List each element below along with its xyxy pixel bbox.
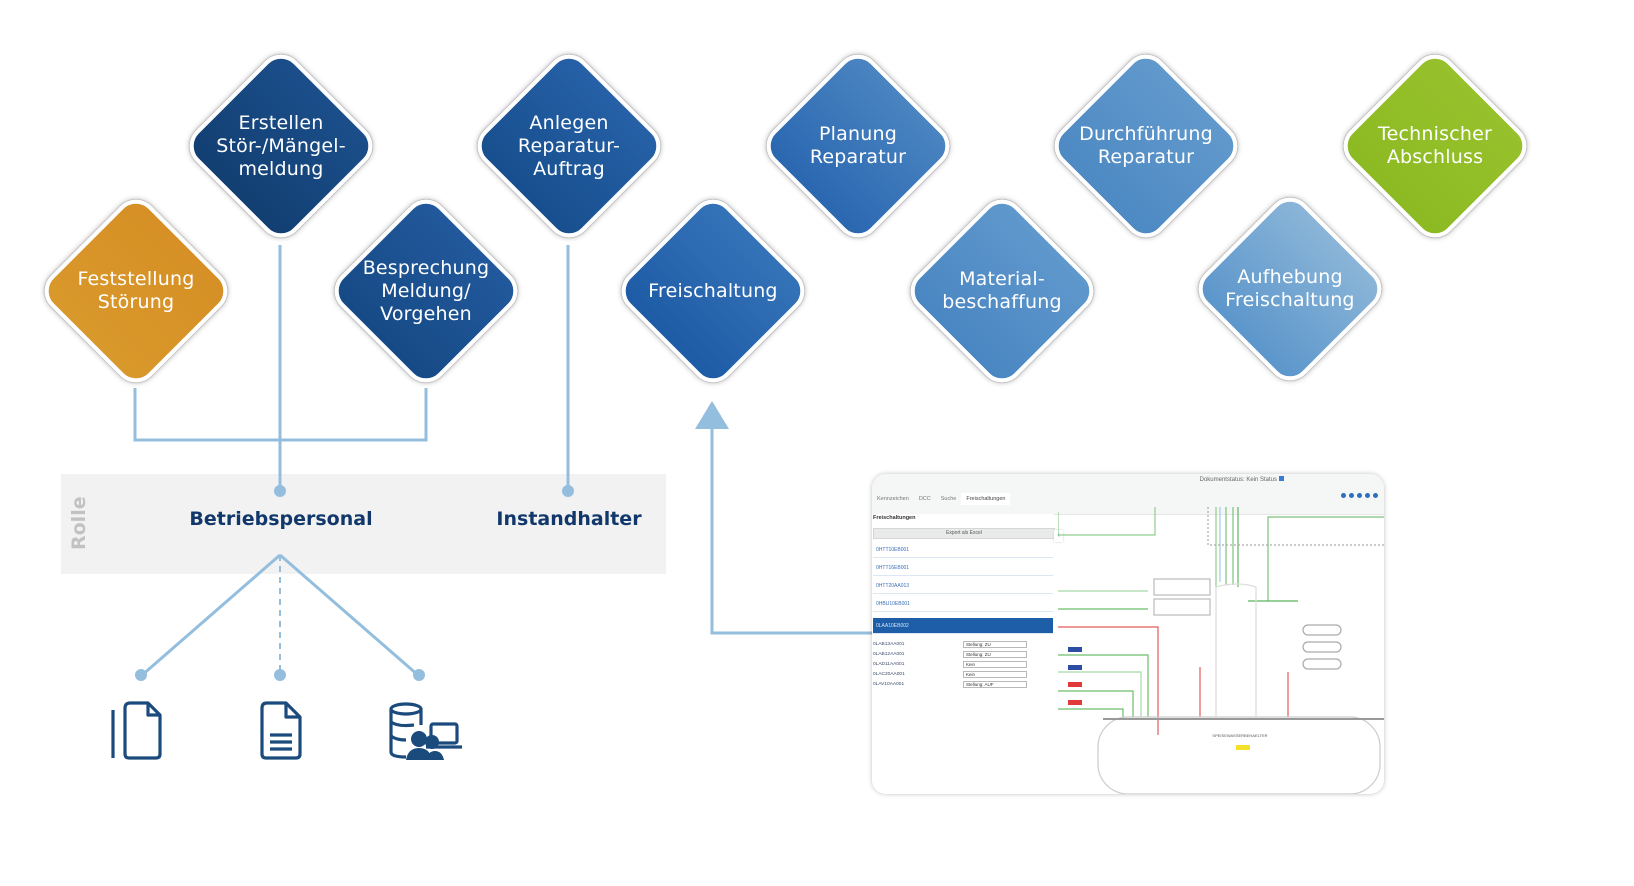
state-select[interactable]: Kein [963, 661, 1027, 668]
toolbar [1341, 493, 1378, 498]
pipe [1058, 671, 1142, 717]
connector-dot-document [274, 669, 286, 681]
freischaltungen-panel: Freischaltungen Export als Excel 0HTT10E… [872, 514, 1055, 794]
step-label: Freischaltung [648, 279, 778, 302]
documents-icon [111, 701, 162, 760]
connector-dot-betriebspersonal [274, 485, 286, 497]
step-label: Feststellung Störung [77, 268, 195, 313]
connector-role-database [279, 553, 420, 678]
step-aufhebung-freischaltung[interactable]: Aufhebung Freischaltung [1189, 188, 1391, 390]
status-tag-yellow [1236, 745, 1250, 750]
connector-role-documents [140, 553, 281, 678]
connector-app-freischaltung [710, 424, 872, 635]
step-feststellung-stoerung[interactable]: Feststellung Störung [35, 190, 237, 392]
connector-dot-database [413, 669, 425, 681]
list-item[interactable]: 0HTT10EB001 [873, 542, 1053, 558]
status-tag-red [1068, 700, 1082, 705]
step-erstellen-meldung[interactable]: Erstellen Stör-/Mängel- meldung [180, 45, 382, 247]
status-tag-red [1068, 682, 1082, 687]
list-item[interactable]: 0HTT20AA013 [873, 578, 1053, 594]
step-label: Besprechung Meldung/ Vorgehen [362, 256, 490, 325]
pipe [1058, 708, 1124, 717]
step-label: Erstellen Stör-/Mängel- meldung [216, 111, 346, 180]
pid-schematic[interactable]: SPEISEWASSERBEHAELTER [1058, 507, 1384, 794]
pipe [1058, 690, 1134, 717]
panel-title: Freischaltungen [873, 515, 916, 521]
step-freischaltung[interactable]: Freischaltung [612, 190, 814, 392]
document-text-icon [260, 701, 302, 760]
step-besprechung-meldung[interactable]: Besprechung Meldung/ Vorgehen [325, 190, 527, 392]
document-status: Dokumentstatus: Kein Status [1200, 476, 1284, 483]
step-label: Material- beschaffung [942, 268, 1062, 313]
label-box [1153, 598, 1211, 616]
step-label: Durchführung Reparatur [1079, 123, 1213, 168]
arrowhead-freischaltung [695, 401, 729, 429]
step-technischer-abschluss[interactable]: Technischer Abschluss [1334, 45, 1536, 247]
close-icon[interactable] [1365, 493, 1370, 498]
zoom-in-icon[interactable] [1341, 493, 1346, 498]
tab-suche[interactable]: Suche [940, 496, 957, 502]
app-titlebar: Dokumentstatus: Kein Status Kennzeichen … [872, 474, 1384, 515]
step-planung-reparatur[interactable]: Planung Reparatur [757, 45, 959, 247]
refresh-icon[interactable] [1373, 493, 1378, 498]
tank-label: SPEISEWASSERBEHAELTER [1212, 733, 1267, 738]
step-durchfuehrung-reparatur[interactable]: Durchführung Reparatur [1045, 45, 1247, 247]
tab-freischaltungen[interactable]: Freischaltungen [961, 493, 1011, 505]
status-tag-blue [1068, 665, 1082, 670]
list-item[interactable]: 0HBU10EB001 [873, 596, 1053, 612]
status-tag-blue [1068, 647, 1082, 652]
step-label: Anlegen Reparatur- Auftrag [517, 111, 621, 180]
app-tabs: Kennzeichen DCC Suche Freischaltungen [872, 493, 1011, 505]
step-label: Technischer Abschluss [1378, 123, 1492, 168]
connector-dot-documents [135, 669, 147, 681]
role-band-label: Rolle [68, 496, 90, 550]
export-excel-button[interactable]: Export als Excel [873, 528, 1055, 539]
pipe [1058, 626, 1159, 735]
state-select[interactable]: Kein [963, 671, 1027, 678]
step-anlegen-reparaturauftrag[interactable]: Anlegen Reparatur- Auftrag [468, 45, 670, 247]
consumer [1302, 624, 1342, 636]
database-users-icon [389, 702, 462, 760]
state-select[interactable]: Stellung: ZU [963, 641, 1027, 648]
print-icon[interactable] [1357, 493, 1362, 498]
pipe [1058, 507, 1156, 536]
tab-dcc[interactable]: DCC [918, 496, 931, 502]
role-instandhalter[interactable]: Instandhalter [496, 508, 642, 530]
tab-kennzeichen[interactable]: Kennzeichen [877, 496, 909, 502]
role-betriebspersonal[interactable]: Betriebspersonal [189, 508, 373, 530]
pipe [1267, 516, 1384, 601]
step-materialbeschaffung[interactable]: Material- beschaffung [901, 190, 1103, 392]
connector-dot-instandhalter [562, 485, 574, 497]
zoom-out-icon[interactable] [1349, 493, 1354, 498]
column [1215, 583, 1257, 720]
state-select[interactable]: Stellung: ZU [963, 651, 1027, 658]
pipe [1207, 507, 1384, 546]
label-box [1153, 578, 1211, 596]
app-screenshot-freischaltungen: Dokumentstatus: Kein Status Kennzeichen … [872, 474, 1384, 794]
state-select[interactable]: Stellung: AUF [963, 681, 1027, 688]
tank [1097, 716, 1381, 794]
pipe [1058, 654, 1149, 717]
edit-icon[interactable] [1279, 476, 1284, 481]
step-label: Planung Reparatur [809, 123, 907, 168]
list-item[interactable]: 0HTT16EB001 [873, 560, 1053, 576]
list-item-selected[interactable]: 0LAA10EB002 [873, 618, 1053, 634]
consumer [1302, 658, 1342, 670]
consumer [1302, 641, 1342, 653]
step-label: Aufhebung Freischaltung [1225, 266, 1355, 311]
